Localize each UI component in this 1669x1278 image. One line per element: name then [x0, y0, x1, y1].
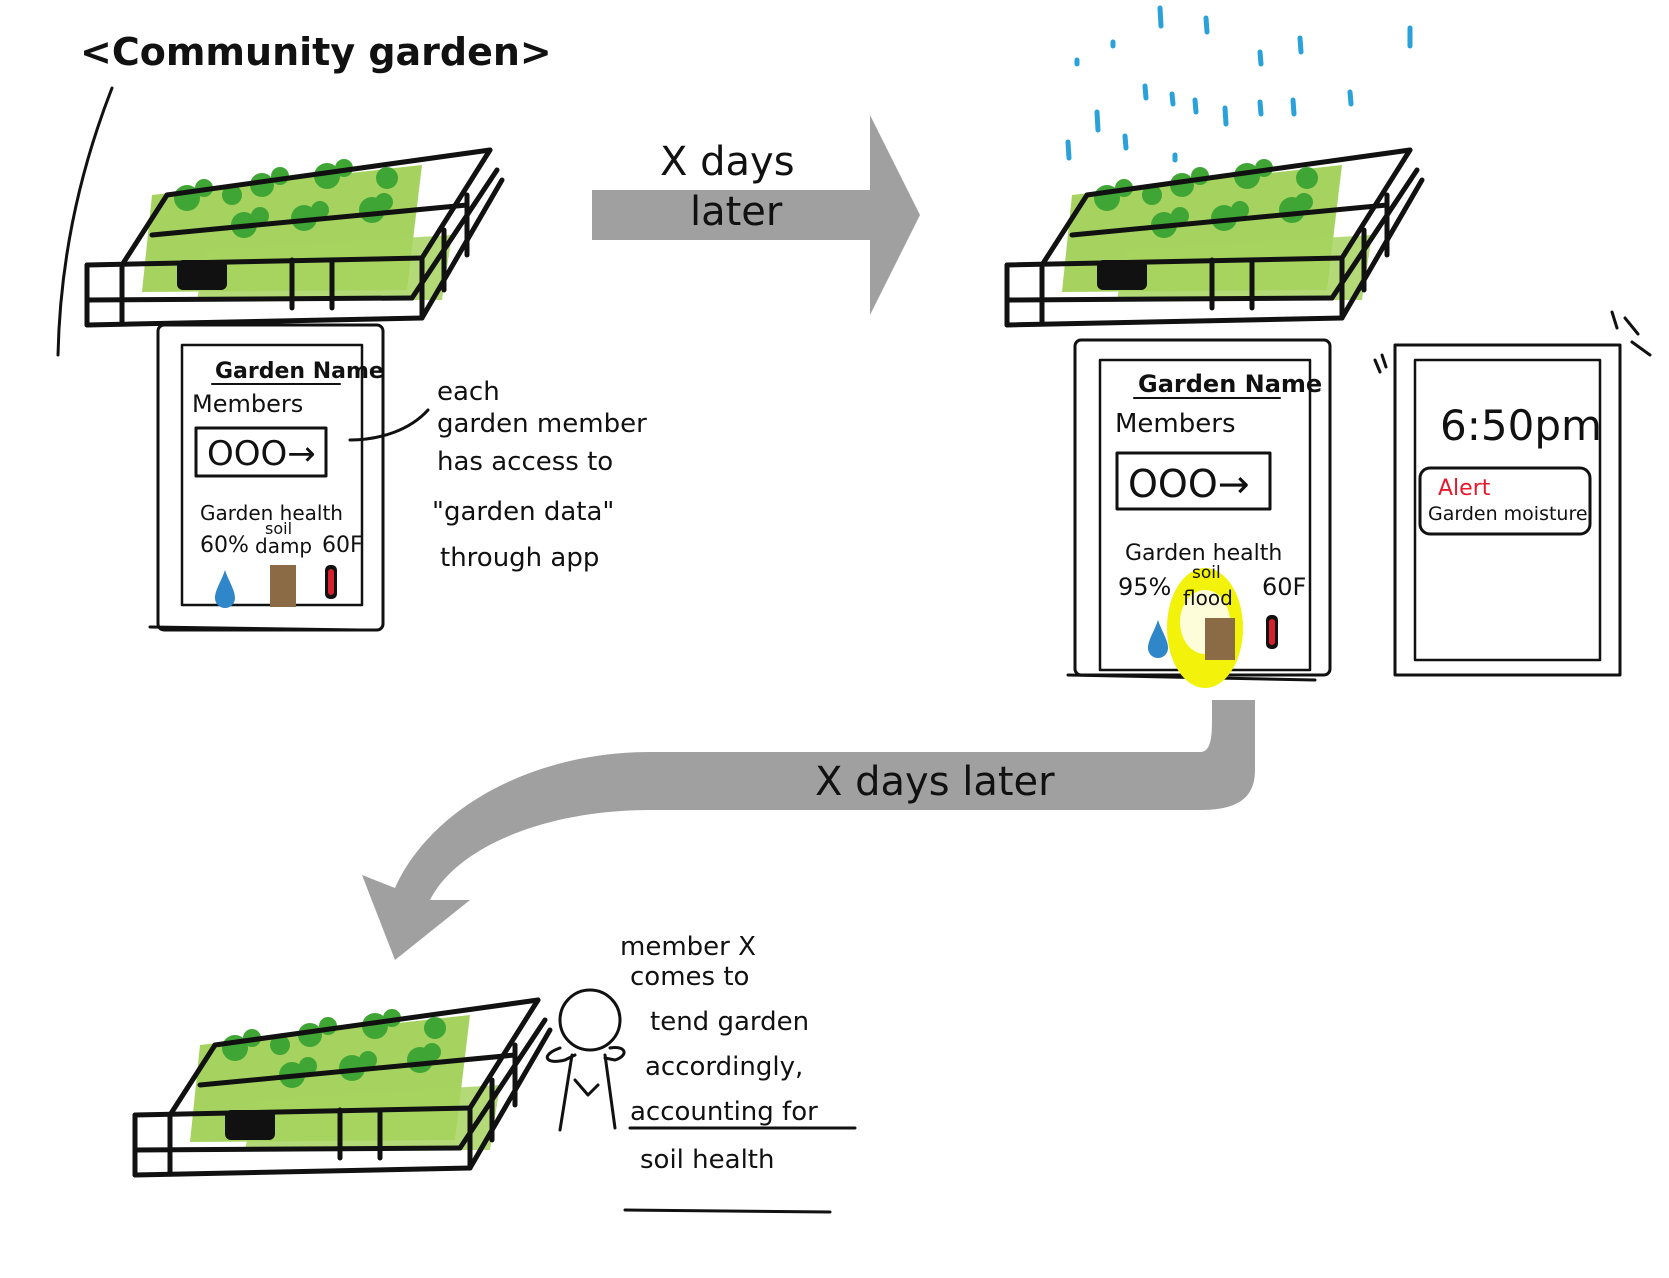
note-member-line: accounting for [630, 1097, 818, 1127]
alert-title: Alert [1438, 476, 1491, 501]
members-box-left[interactable] [194, 426, 328, 478]
transition-arrow-2: X days later [362, 700, 1255, 960]
members-label-left: Members [192, 390, 303, 418]
thermometer-icon [1266, 615, 1278, 649]
avatars-right: OOO→ [1128, 462, 1250, 506]
lock-time: 6:50pm [1440, 401, 1602, 450]
note-member-line: comes to [630, 962, 749, 992]
vibration-lines [1373, 310, 1652, 374]
soil-icon [270, 565, 296, 607]
transition-label-2: X days later [815, 759, 1055, 805]
health-label-right: Garden health [1125, 541, 1282, 566]
note-member: member X comes to tend garden accordingl… [620, 932, 857, 1214]
members-label-right: Members [1115, 409, 1236, 439]
soil-icon [1205, 618, 1235, 660]
temp-right: 60F [1262, 573, 1306, 601]
water-drop-icon [215, 570, 235, 608]
water-drop-icon [1148, 620, 1168, 658]
note-member-line: soil health [640, 1145, 774, 1175]
note-access-line: has access to [437, 447, 613, 477]
phone-app-before: Garden Name Members OOO→ Garden health 6… [148, 323, 385, 632]
page-title: <Community garden> [80, 30, 552, 74]
note-connector-line [348, 408, 430, 442]
temp-left: 60F [322, 533, 363, 558]
note-member-line: accordingly, [645, 1052, 803, 1082]
phone-app-after: Garden Name Members OOO→ Garden health 9… [1066, 338, 1332, 688]
alert-notification[interactable] [1418, 466, 1592, 536]
thermometer-icon [325, 565, 337, 599]
garden-name-left: Garden Name [215, 359, 384, 384]
member-figure [546, 988, 626, 1132]
health-percent-left: 60% [200, 533, 249, 558]
soil-state-left: damp [255, 534, 312, 558]
rain-drops [1065, 5, 1413, 163]
soil-label-left: soil [265, 519, 292, 538]
health-label-left: Garden health [200, 501, 343, 525]
avatars-left: OOO→ [207, 434, 316, 474]
garden-bed-tended [135, 1000, 550, 1175]
soil-label-right: soil [1192, 563, 1221, 583]
note-member-line: member X [620, 932, 756, 962]
transition-arrow-1: X days later [592, 115, 920, 315]
note-access-line: through app [440, 543, 599, 573]
title-pointer-line [56, 86, 114, 357]
transition-label-1b: later [690, 189, 783, 235]
garden-bed-rain [1007, 150, 1422, 325]
note-access-line: "garden data" [432, 497, 614, 527]
alert-text: Garden moisture [1428, 503, 1588, 525]
transition-label-1a: X days [660, 139, 795, 185]
lock-screen-alert: 6:50pm Alert Garden moisture [1373, 310, 1652, 677]
note-access: each garden member has access to "garden… [432, 377, 647, 573]
garden-bed-before [87, 150, 502, 325]
note-access-line: garden member [437, 409, 647, 439]
health-percent-right: 95% [1118, 573, 1171, 601]
soil-state-right: flood [1183, 586, 1233, 610]
members-box-right[interactable] [1115, 451, 1272, 511]
garden-name-right: Garden Name [1138, 370, 1322, 398]
note-access-line: each [437, 377, 500, 407]
note-member-line: tend garden [650, 1007, 809, 1037]
